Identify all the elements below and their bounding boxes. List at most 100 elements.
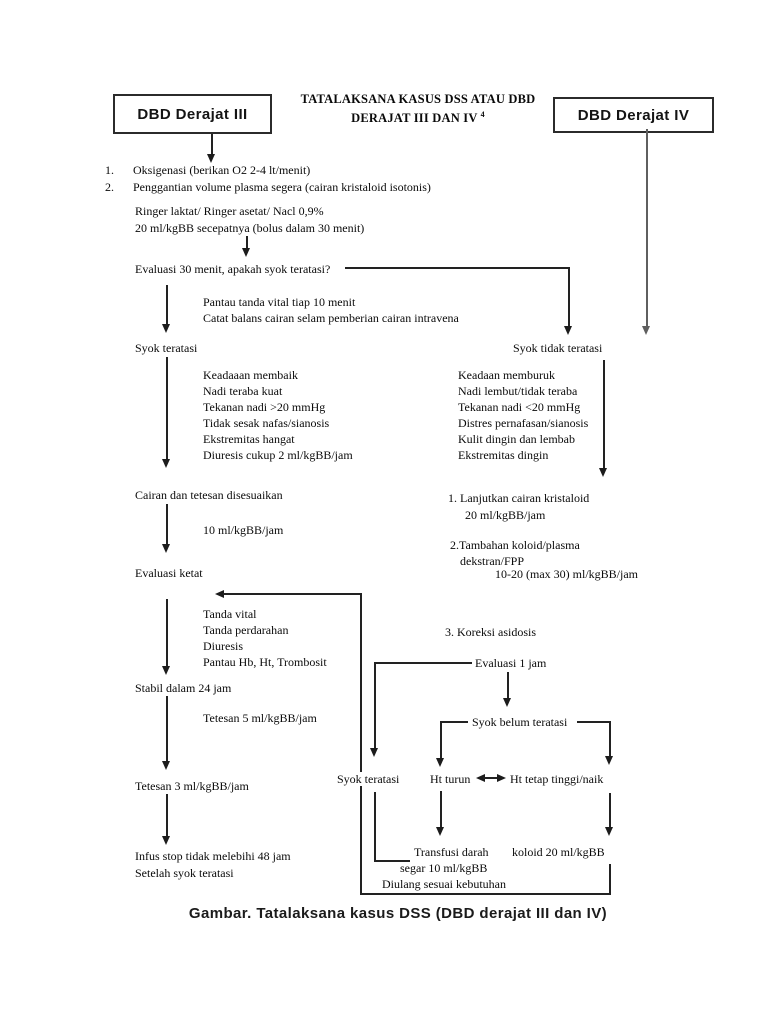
node-tetesan-3: Tetesan 3 ml/kgBB/jam — [135, 779, 249, 793]
node-dbd-derajat-4-label: DBD Derajat IV — [577, 106, 690, 124]
node-dekstran-fpp: dekstran/FPP — [460, 554, 525, 568]
connector-line — [211, 134, 213, 156]
list-membaik-item: Diuresis cukup 2 ml/kgBB/jam — [203, 448, 353, 462]
node-lanjutkan-kristaloid: 1. Lanjutkan cairan kristaloid — [448, 491, 590, 505]
node-tambahan-koloid: 2.Tambahan koloid/plasma — [450, 538, 580, 552]
arrowhead-down-icon — [242, 248, 250, 257]
node-syok-tidak-teratasi: Syok tidak teratasi — [513, 341, 603, 355]
step-2-text: Penggantian volume plasma segera (cairan… — [133, 180, 431, 194]
node-lanjutkan-dose: 20 ml/kgBB/jam — [465, 508, 546, 522]
node-dbd-derajat-4: DBD Derajat IV — [553, 97, 714, 133]
label-tetesan-5: Tetesan 5 ml/kgBB/jam — [203, 711, 317, 725]
node-ht-tetap-tinggi: Ht tetap tinggi/naik — [510, 772, 604, 786]
list-monitor-item: Tanda perdarahan — [203, 623, 289, 637]
connector-line — [166, 794, 168, 837]
connector-line — [345, 267, 570, 269]
node-syok-teratasi: Syok teratasi — [135, 341, 198, 355]
node-cairan-tetesan: Cairan dan tetesan disesuaikan — [135, 488, 283, 502]
arrowhead-down-icon — [162, 459, 170, 468]
arrowhead-down-icon — [599, 468, 607, 477]
connector-line — [483, 777, 498, 779]
arrowhead-right-icon — [497, 774, 506, 782]
arrowhead-down-icon — [370, 748, 378, 757]
list-memburuk-item: Ekstremitas dingin — [458, 448, 549, 462]
list-membaik-item: Nadi teraba kuat — [203, 384, 283, 398]
arrowhead-down-icon — [564, 326, 572, 335]
page-title-line1: TATALAKSANA KASUS DSS ATAU DBD — [300, 92, 536, 106]
connector-line — [374, 792, 376, 862]
connector-line — [507, 672, 509, 699]
connector-line — [568, 267, 570, 327]
node-syok-teratasi-bottom: Syok teratasi — [335, 772, 402, 786]
node-syok-belum-teratasi: Syok belum teratasi — [472, 715, 568, 729]
arrowhead-down-icon — [642, 326, 650, 335]
arrowhead-down-icon — [436, 758, 444, 767]
connector-line — [609, 864, 611, 895]
step-2-number: 2. — [105, 180, 114, 194]
arrowhead-down-icon — [605, 827, 613, 836]
step-1-text: Oksigenasi (berikan O2 2-4 lt/menit) — [133, 163, 311, 177]
list-membaik-item: Tekanan nadi >20 mmHg — [203, 400, 326, 414]
label-10ml: 10 ml/kgBB/jam — [203, 523, 284, 537]
node-koloid: koloid 20 ml/kgBB — [512, 845, 605, 859]
node-stabil-24-jam: Stabil dalam 24 jam — [135, 681, 232, 695]
node-dbd-derajat-3: DBD Derajat III — [113, 94, 272, 134]
node-ringer-line2: 20 ml/kgBB secepatnya (bolus dalam 30 me… — [135, 221, 365, 235]
connector-line — [360, 893, 611, 895]
node-transfusi-line1: Transfusi darah — [414, 845, 489, 859]
list-membaik-item: Ekstremitas hangat — [203, 432, 295, 446]
connector-line — [577, 721, 611, 723]
connector-line — [609, 793, 611, 828]
connector-line — [166, 696, 168, 762]
node-tambahan-dose: 10-20 (max 30) ml/kgBB/jam — [495, 567, 638, 581]
connector-line — [440, 791, 442, 828]
list-membaik-item: Keadaaan membaik — [203, 368, 298, 382]
step-penggantian: 2. Penggantian volume plasma segera (cair… — [105, 180, 431, 194]
figure-caption: Gambar. Tatalaksana kasus DSS (DBD deraj… — [188, 905, 608, 922]
arrowhead-down-icon — [162, 324, 170, 333]
connector-line — [166, 357, 168, 460]
arrowhead-down-icon — [162, 544, 170, 553]
arrowhead-down-icon — [162, 836, 170, 845]
node-ringer-line1: Ringer laktat/ Ringer asetat/ Nacl 0,9% — [135, 204, 324, 218]
connector-line — [246, 236, 248, 250]
list-memburuk-item: Nadi lembut/tidak teraba — [458, 384, 578, 398]
arrowhead-down-icon — [207, 154, 215, 163]
step-1-number: 1. — [105, 163, 114, 177]
arrowhead-left-icon — [476, 774, 485, 782]
arrowhead-down-icon — [162, 666, 170, 675]
connector-line — [646, 129, 648, 327]
connector-line — [166, 504, 168, 545]
node-evaluasi-ketat: Evaluasi ketat — [135, 566, 203, 580]
list-memburuk-item: Distres pernafasan/sianosis — [458, 416, 589, 430]
list-monitor-item: Pantau Hb, Ht, Trombosit — [203, 655, 327, 669]
arrowhead-left-icon — [215, 590, 224, 598]
list-memburuk-item: Kulit dingin dan lembab — [458, 432, 575, 446]
list-monitor-item: Diuresis — [203, 639, 243, 653]
connector-line — [440, 721, 468, 723]
page-title-line2: DERAJAT III DAN IV 4 — [351, 110, 485, 126]
node-evaluasi-30-menit: Evaluasi 30 menit, apakah syok teratasi? — [135, 262, 331, 276]
step-oksigenasi: 1. Oksigenasi (berikan O2 2-4 lt/menit) — [105, 163, 310, 177]
connector-line — [360, 593, 362, 895]
connector-line — [374, 662, 472, 664]
node-dbd-derajat-3-label: DBD Derajat III — [137, 105, 248, 123]
node-infus-stop-line1: Infus stop tidak melebihi 48 jam — [135, 849, 291, 863]
connector-line — [374, 860, 410, 862]
connector-line — [166, 599, 168, 667]
node-ht-turun: Ht turun — [430, 772, 471, 786]
list-memburuk-item: Keadaan memburuk — [458, 368, 555, 382]
list-membaik-item: Tidak sesak nafas/sianosis — [203, 416, 330, 430]
arrowhead-down-icon — [503, 698, 511, 707]
node-evaluasi-1-jam: Evaluasi 1 jam — [475, 656, 547, 670]
note-catat-balans: Catat balans cairan selam pemberian cair… — [203, 311, 459, 325]
connector-line — [223, 593, 362, 595]
node-koreksi-asidosis: 3. Koreksi asidosis — [445, 625, 536, 639]
connector-line — [166, 285, 168, 325]
arrowhead-down-icon — [605, 756, 613, 765]
page-title: TATALAKSANA KASUS DSS ATAU DBD DERAJAT I… — [288, 92, 548, 126]
arrowhead-down-icon — [162, 761, 170, 770]
list-memburuk-item: Tekanan nadi <20 mmHg — [458, 400, 581, 414]
connector-line — [609, 721, 611, 757]
